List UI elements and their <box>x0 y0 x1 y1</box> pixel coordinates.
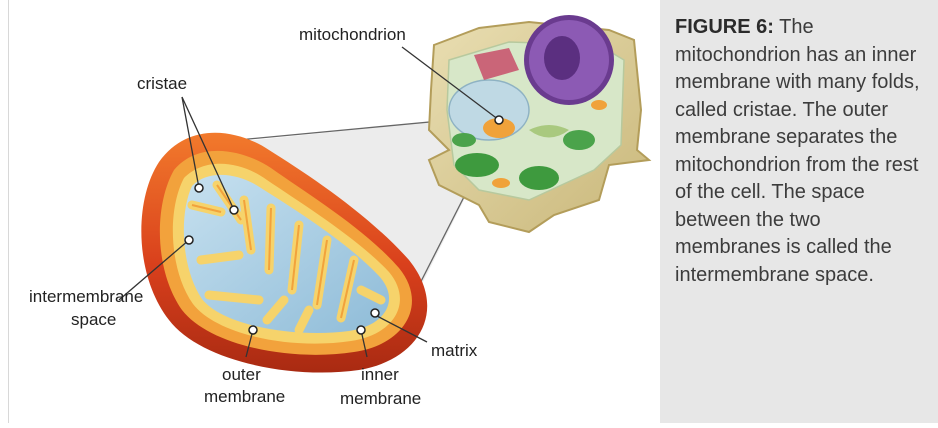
label-inner-membrane-line2: membrane <box>340 389 421 408</box>
label-intermembrane-line2: space <box>71 310 116 329</box>
label-outer-membrane-line2: membrane <box>204 387 285 406</box>
caption-body: The mitochondrion has an inner membrane … <box>675 16 920 286</box>
mitochondrion-diagram: mitochondrion cristae intermembrane spac… <box>9 0 661 423</box>
caption-heading: FIGURE 6: <box>675 16 774 38</box>
caption-panel: FIGURE 6: The mitochondrion has an inner… <box>660 0 938 423</box>
label-mitochondrion: mitochondrion <box>299 25 406 44</box>
label-cristae: cristae <box>137 74 187 93</box>
label-outer-membrane-line1: outer <box>222 365 261 384</box>
figure-caption: FIGURE 6: The mitochondrion has an inner… <box>675 14 928 289</box>
figure-panel: mitochondrion cristae intermembrane spac… <box>8 0 660 423</box>
label-inner-membrane-line1: inner <box>361 365 399 384</box>
label-matrix: matrix <box>431 341 478 360</box>
label-intermembrane-line1: intermembrane <box>29 287 143 306</box>
